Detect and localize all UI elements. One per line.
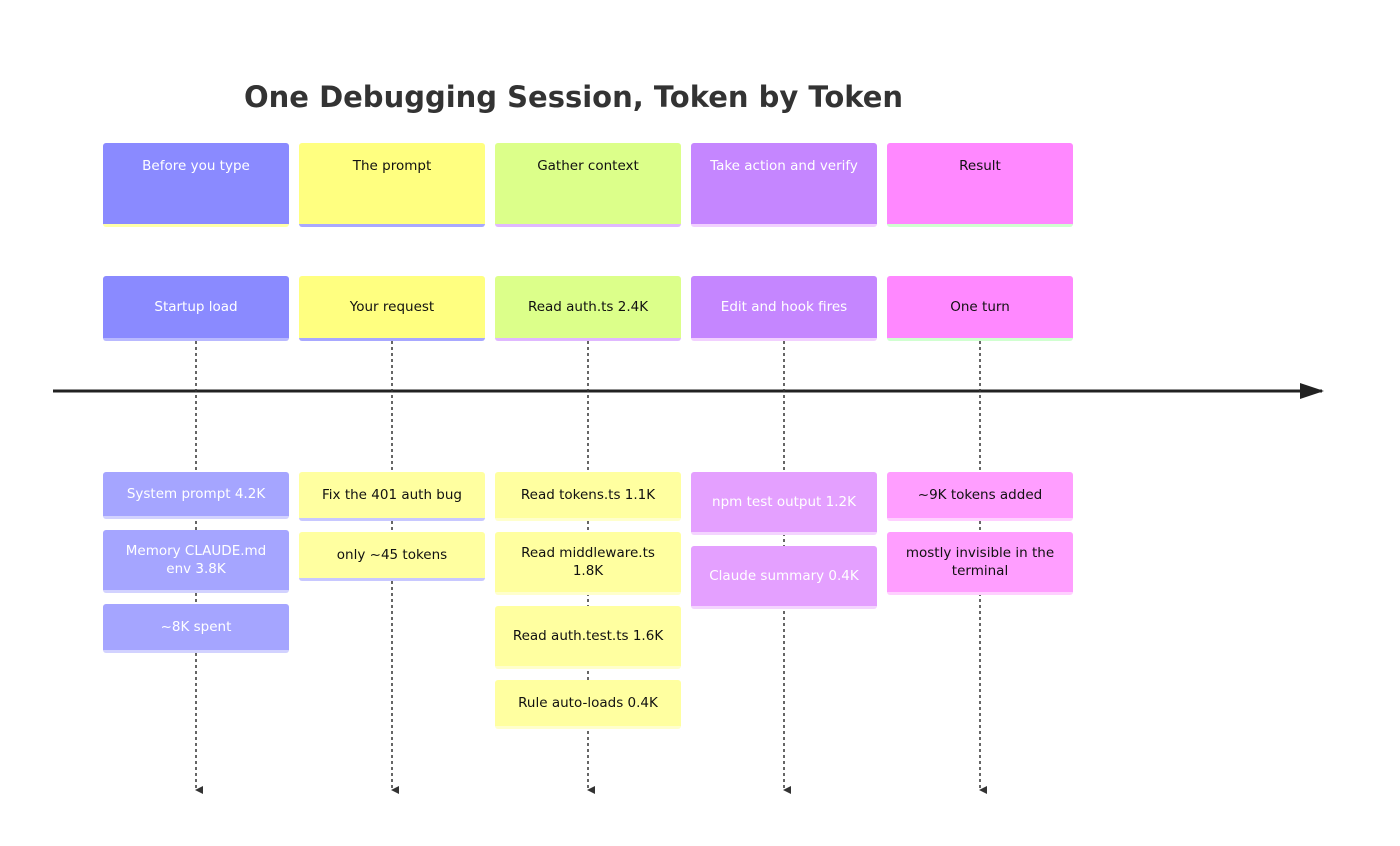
event-label: Your request (349, 299, 435, 315)
event-box: Read auth.ts 2.4K (495, 276, 681, 341)
detail-label: Fix the 401 auth bug (322, 487, 462, 503)
detail-box: ~9K tokens added (887, 472, 1073, 521)
event-box: One turn (887, 276, 1073, 341)
detail-label: Claude summary 0.4K (709, 568, 859, 584)
detail-box: Fix the 401 auth bug (299, 472, 485, 521)
detail-box: npm test output 1.2K (691, 472, 877, 535)
detail-box: ~8K spent (103, 604, 289, 653)
detail-label: ~8K spent (160, 619, 232, 635)
header-label: Result (959, 158, 1001, 174)
event-box: Your request (299, 276, 485, 341)
event-box: Startup load (103, 276, 289, 341)
detail-label: Memory CLAUDE.md env 3.8K (125, 543, 267, 577)
detail-box: Rule auto-loads 0.4K (495, 680, 681, 729)
event-label: Read auth.ts 2.4K (527, 299, 649, 315)
detail-box: only ~45 tokens (299, 532, 485, 581)
detail-label: System prompt 4.2K (126, 486, 266, 502)
header-box: Before you type (103, 143, 289, 227)
detail-box: System prompt 4.2K (103, 472, 289, 519)
header-label: Gather context (537, 158, 639, 174)
header-box: The prompt (299, 143, 485, 227)
detail-label: Read middleware.ts 1.8K (521, 545, 655, 579)
detail-box: Read middleware.ts 1.8K (495, 532, 681, 595)
header-box: Result (887, 143, 1073, 227)
page-title: One Debugging Session, Token by Token (244, 80, 904, 114)
event-label: One turn (950, 299, 1010, 315)
event-box: Edit and hook fires (691, 276, 877, 341)
detail-box: Read auth.test.ts 1.6K (495, 606, 681, 669)
detail-label: Read tokens.ts 1.1K (520, 487, 656, 503)
detail-label: npm test output 1.2K (712, 494, 856, 510)
detail-box: mostly invisible in the terminal (887, 532, 1073, 595)
detail-label: mostly invisible in the terminal (905, 545, 1055, 579)
timeline-arrow-icon (1300, 383, 1324, 399)
detail-label: ~9K tokens added (917, 487, 1043, 503)
detail-label: Read auth.test.ts 1.6K (512, 628, 664, 644)
header-label: The prompt (352, 158, 432, 174)
detail-box: Read tokens.ts 1.1K (495, 472, 681, 521)
detail-label: Rule auto-loads 0.4K (518, 695, 658, 711)
header-box: Gather context (495, 143, 681, 227)
detail-box: Claude summary 0.4K (691, 546, 877, 609)
header-box: Take action and verify (691, 143, 877, 227)
event-label: Startup load (154, 299, 238, 315)
event-label: Edit and hook fires (720, 299, 848, 315)
detail-label: only ~45 tokens (336, 547, 448, 563)
header-label: Before you type (142, 158, 250, 174)
detail-box: Memory CLAUDE.md env 3.8K (103, 530, 289, 593)
header-label: Take action and verify (710, 158, 858, 174)
